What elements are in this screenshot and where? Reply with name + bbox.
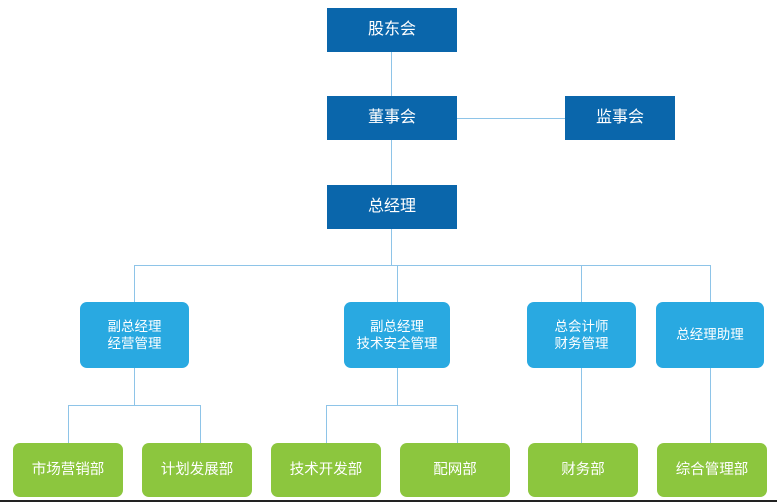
connector-drop-deputy-gm-tech: [397, 265, 398, 302]
node-shareholders-meeting[interactable]: 股东会: [327, 8, 457, 52]
node-deputy-gm-tech-safety-management[interactable]: 副总经理 技术安全管理: [344, 302, 450, 368]
node-label: 董事会: [367, 108, 416, 126]
connector-drop-gm-assistant: [710, 265, 711, 302]
node-dept-distribution-network[interactable]: 配网部: [400, 443, 510, 497]
connector-drop-deputy-gm-business: [134, 265, 135, 302]
node-label: 财务部: [561, 461, 605, 478]
node-general-manager-assistant[interactable]: 总经理助理: [656, 302, 764, 368]
connector-gm-assistant-to-dept-general-admin: [710, 368, 711, 443]
node-label: 综合管理部: [675, 461, 749, 478]
connector-drop-dept-distribution: [457, 405, 458, 443]
node-board-of-directors[interactable]: 董事会: [327, 96, 457, 140]
node-general-manager[interactable]: 总经理: [327, 185, 457, 229]
node-label-line1: 总会计师: [554, 318, 609, 334]
connector-board-to-supervisors: [457, 118, 565, 119]
connector-shareholders-to-board: [391, 52, 392, 96]
connector-deputy-business-bus: [68, 405, 201, 406]
node-dept-general-administration[interactable]: 综合管理部: [657, 443, 767, 497]
node-chief-accountant-financial-management[interactable]: 总会计师 财务管理: [527, 302, 636, 368]
node-label: 总经理: [367, 197, 416, 215]
node-label-line1: 副总经理: [107, 318, 162, 334]
node-dept-marketing[interactable]: 市场营销部: [13, 443, 123, 497]
connector-level2-bus: [134, 265, 711, 266]
node-label-line2: 技术安全管理: [356, 336, 438, 351]
connector-gm-stem: [391, 229, 392, 266]
connector-board-to-general-manager: [391, 140, 392, 185]
connector-deputy-tech-bus: [326, 405, 458, 406]
connector-deputy-business-stem: [134, 368, 135, 405]
node-label: 市场营销部: [31, 461, 105, 478]
node-board-of-supervisors[interactable]: 监事会: [565, 96, 675, 140]
node-dept-finance[interactable]: 财务部: [528, 443, 638, 497]
connector-drop-dept-marketing: [68, 405, 69, 443]
connector-drop-dept-planning: [200, 405, 201, 443]
node-dept-planning-development[interactable]: 计划发展部: [142, 443, 252, 497]
node-deputy-gm-business-management[interactable]: 副总经理 经营管理: [80, 302, 189, 368]
connector-drop-dept-tech-dev: [326, 405, 327, 443]
node-label-line1: 总经理助理: [676, 327, 744, 343]
node-label: 监事会: [595, 108, 644, 126]
bottom-frame-rule: [0, 500, 777, 502]
node-label: 股东会: [367, 20, 416, 38]
node-label: 技术开发部: [289, 461, 363, 478]
node-label: 配网部: [433, 461, 477, 478]
node-dept-technology-development[interactable]: 技术开发部: [271, 443, 381, 497]
node-label-line2: 财务管理: [554, 336, 609, 351]
node-label: 计划发展部: [160, 461, 234, 478]
connector-chief-accountant-to-dept-finance: [581, 368, 582, 443]
node-label-line2: 经营管理: [107, 336, 162, 351]
connector-deputy-tech-stem: [397, 368, 398, 405]
node-label-line1: 副总经理: [370, 318, 424, 334]
connector-drop-chief-accountant: [581, 265, 582, 302]
